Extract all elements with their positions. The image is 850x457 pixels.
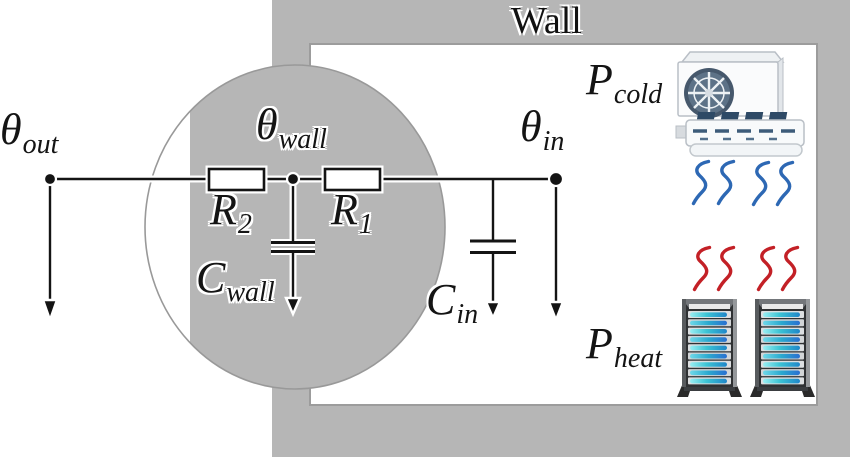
node-theta-wall: [285, 171, 301, 187]
label-r2: R2: [210, 185, 252, 240]
zoom-bubble: [144, 64, 446, 390]
label-c-wall: Cwall: [196, 253, 275, 308]
label-theta-in: θin: [520, 102, 565, 157]
c-in-arrowhead: [484, 300, 502, 322]
resistor-r2-box: [207, 167, 266, 192]
label-theta-wall: θwall: [256, 100, 327, 155]
server-rack-icon: [750, 299, 815, 397]
server-rack-icon: [677, 299, 742, 397]
label-theta-out: θout: [0, 105, 59, 160]
node-theta-in: [547, 170, 565, 188]
node-theta-out: [42, 171, 58, 187]
label-p-cold: Pcold: [586, 55, 663, 110]
theta-out-arrowhead: [41, 298, 59, 324]
resistor-r1-box: [323, 167, 382, 192]
theta-in-arrowhead: [547, 300, 565, 324]
label-p-heat: Pheat: [586, 319, 663, 374]
label-r1: R1: [331, 185, 373, 240]
label-c-in: Cin: [426, 275, 479, 330]
air-conditioner-icon: [675, 51, 805, 157]
rc-circuit: [41, 165, 565, 324]
c-wall-arrowhead: [284, 296, 302, 318]
wall-title: Wall: [511, 0, 582, 42]
